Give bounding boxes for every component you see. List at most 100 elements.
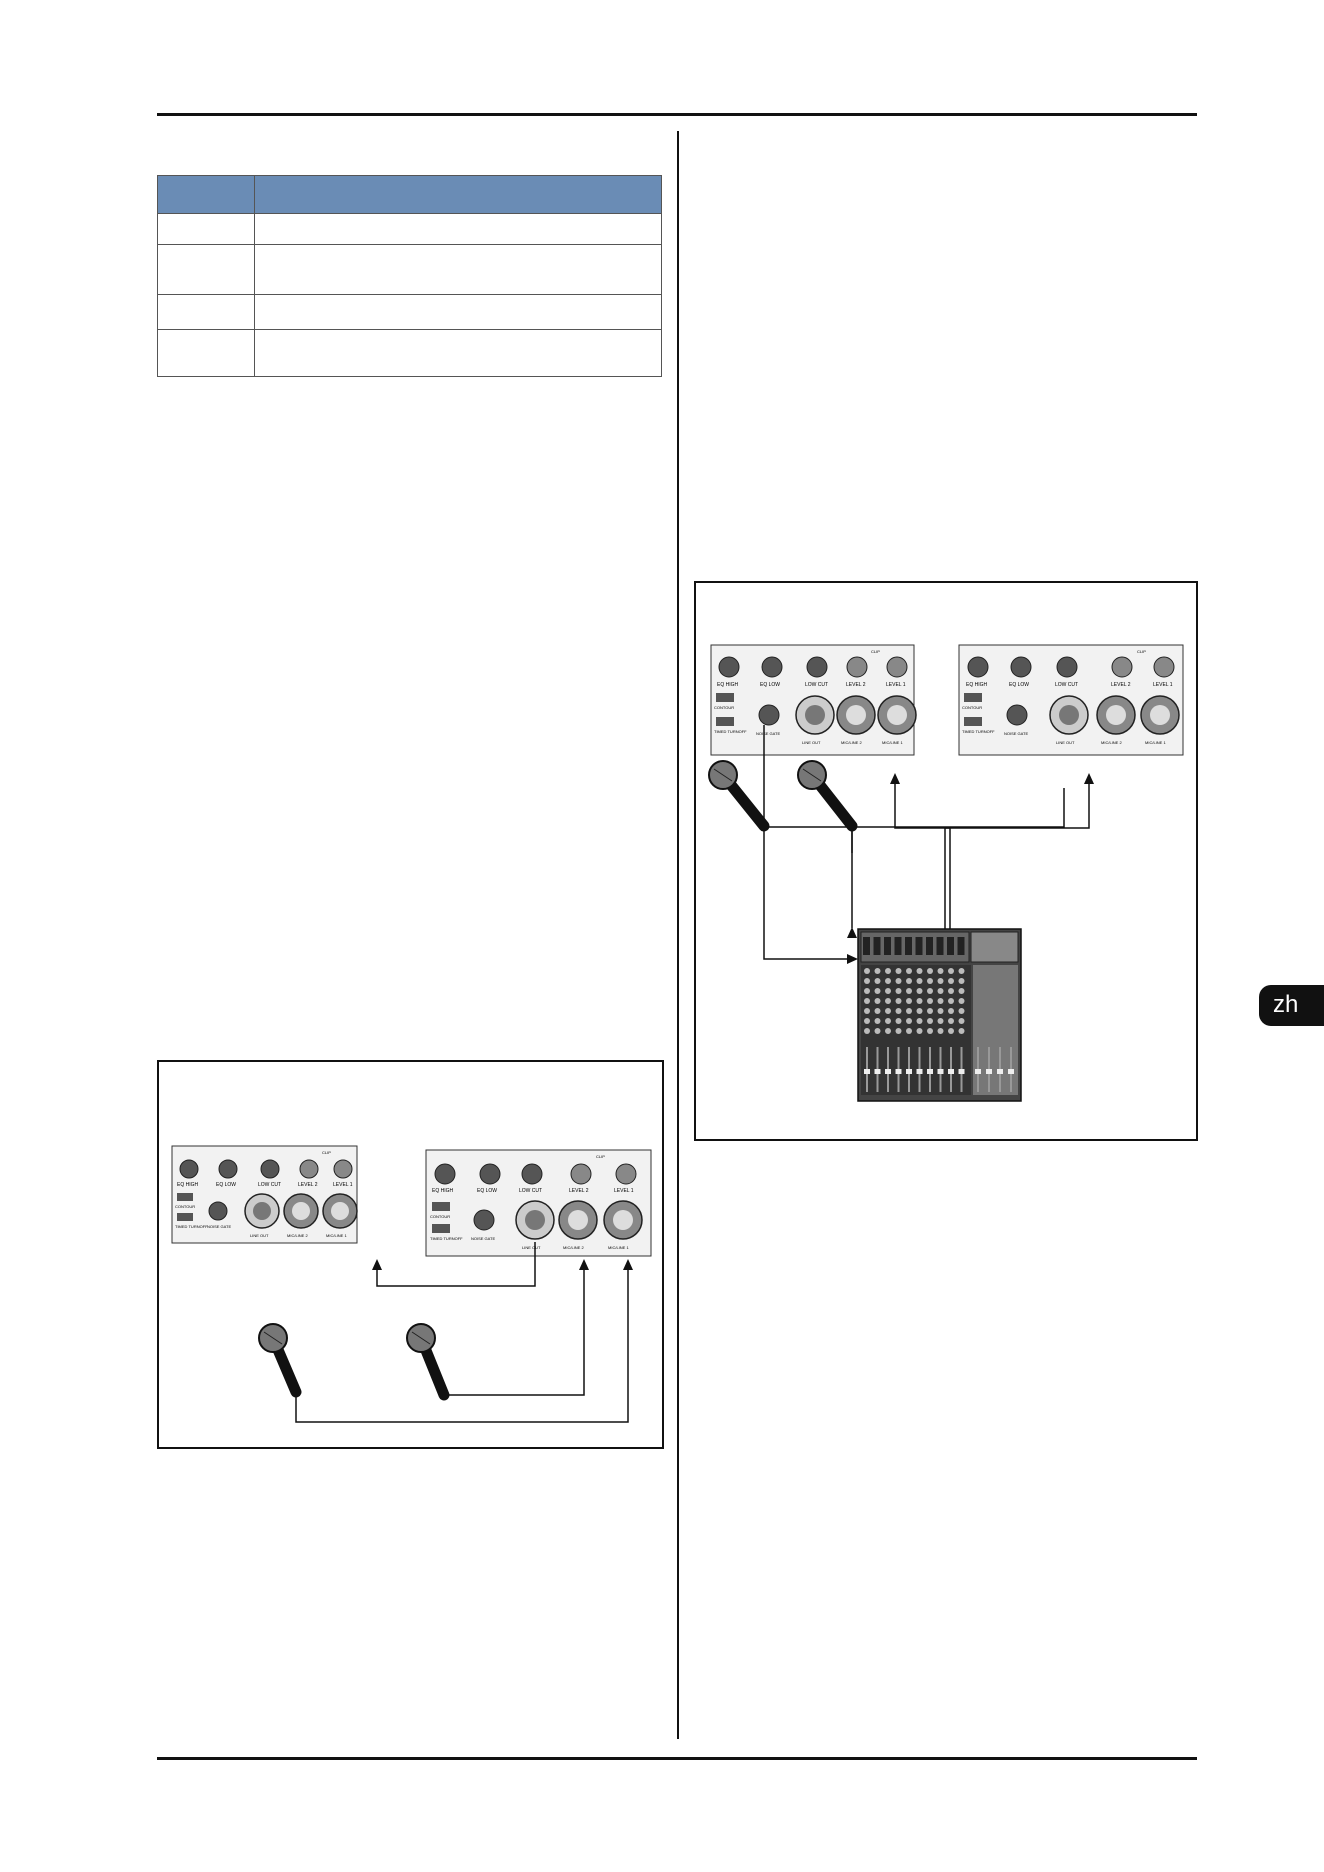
mixer-knob [906, 968, 912, 974]
mixer-knob [885, 998, 891, 1004]
mixer-knob [916, 1028, 923, 1034]
knob-label: EQ HIGH [966, 682, 988, 688]
mixer-fader-knob [958, 1069, 965, 1074]
noise-gate-knob: NOISE GATE [471, 1209, 495, 1241]
knob-low-cut: LOW CUT [258, 1159, 281, 1188]
mixer-knob [937, 988, 944, 994]
cable-line-out-to-mic-line-1 [376, 1242, 536, 1287]
timed-turnoff-button [964, 717, 982, 726]
xlr-jack-mic-line-1: MIC/LINE 1 [322, 1193, 358, 1238]
mixer-console [857, 928, 1022, 1102]
mixer-knob [937, 998, 944, 1004]
mixer-knob [937, 1028, 944, 1034]
knob-level-2: LEVEL 2 [298, 1159, 319, 1188]
mixer-knob [895, 1008, 902, 1014]
language-tab-label: zh [1273, 991, 1299, 1018]
knob-eq-high: EQ HIGH [432, 1163, 456, 1194]
knob-level-2: LEVEL 2 [846, 656, 868, 688]
mixer-knob [958, 978, 965, 984]
mixer-knob [906, 1018, 912, 1024]
mixer-knob [885, 988, 891, 994]
cable-mixer-to-unit-b [944, 783, 1090, 929]
mixer-knob [864, 988, 870, 994]
microphone-icon [797, 760, 858, 832]
jack-label: MIC/LINE 2 [1101, 740, 1122, 745]
cable-mixer-to-unit-a [894, 783, 951, 929]
mixer-knob [958, 988, 965, 994]
mixer-knob [916, 988, 923, 994]
microphone-icon [258, 1323, 302, 1398]
arrow-head [579, 1259, 589, 1270]
cable-mic-b [444, 1269, 585, 1396]
mixer-knob [885, 1018, 891, 1024]
mixer-fader-knob [874, 1069, 881, 1074]
xlr-jack-mic-line-1: MIC/LINE 1 [603, 1200, 643, 1250]
knob-label: EQ LOW [216, 1182, 236, 1188]
mixer-knob [927, 998, 933, 1004]
table-row [157, 244, 662, 295]
contour-button [177, 1193, 193, 1201]
knob-low-cut: LOW CUT [519, 1163, 543, 1194]
mixer-knob [864, 1008, 870, 1014]
mixer-knob [927, 968, 933, 974]
mixer-knob [885, 978, 891, 984]
mixer-knob [937, 1008, 944, 1014]
mixer-knob [958, 1018, 965, 1024]
knob-label: LOW CUT [258, 1182, 281, 1188]
jack-label: MIC/LINE 2 [563, 1245, 584, 1250]
knob-eq-high: EQ HIGH [717, 656, 740, 688]
jack-label: LINE OUT [1056, 740, 1075, 745]
mixer-knob [895, 1028, 902, 1034]
arrow-head [890, 773, 900, 784]
arrow-head [1084, 773, 1094, 784]
mixer-input-jack [873, 937, 881, 955]
unit-a-panel: EQ HIGH EQ LOW LOW CUT LEVEL 2 LEVEL 1 C… [171, 1145, 358, 1244]
mixer-knob [874, 1018, 881, 1024]
mixer-fader-knob [895, 1069, 902, 1074]
xlr-jack-line-out: LINE OUT [795, 695, 835, 745]
cable-mic-a [295, 1269, 629, 1423]
mixer-input-jack [884, 937, 891, 955]
mixer-knob [906, 988, 912, 994]
mixer-fader-knob [906, 1069, 912, 1074]
knob-level-1: LEVEL 1 [333, 1159, 353, 1188]
mixer-knob [948, 1008, 954, 1014]
table-cell [157, 244, 255, 295]
mixer-knob [874, 998, 881, 1004]
button-label: TIMED TURNOFF [962, 729, 995, 734]
arrow-head [372, 1259, 382, 1270]
knob-level-2: LEVEL 2 [1111, 656, 1133, 688]
timed-turnoff-button [716, 717, 734, 726]
knob-label: LEVEL 1 [333, 1182, 353, 1188]
mixer-input-jack [947, 937, 954, 955]
mixer-knob [874, 968, 881, 974]
knob-label: EQ LOW [760, 682, 780, 688]
mixer-knob [885, 968, 891, 974]
mixer-fader-knob [864, 1069, 870, 1074]
mixer-knob [948, 1018, 954, 1024]
mixer-knob [927, 1008, 933, 1014]
xlr-jack-line-out: LINE OUT [515, 1200, 555, 1250]
table-cell [157, 213, 255, 245]
arrow-heads [372, 1259, 633, 1270]
button-label: CONTOUR [430, 1214, 450, 1219]
microphone-icon [708, 760, 770, 832]
mixer-knob [874, 1008, 881, 1014]
mixer-input-jack [894, 937, 902, 955]
table-cell [157, 294, 255, 330]
mixer-knob [874, 988, 881, 994]
cable-mic-a [763, 725, 1065, 828]
spec-table [157, 175, 662, 377]
language-tab[interactable]: zh [1259, 985, 1324, 1026]
mixer-fader-knob [948, 1069, 954, 1074]
clip-label: CLIP [871, 649, 880, 654]
mixer-fader-knob [885, 1069, 891, 1074]
table-header-cell [157, 175, 255, 214]
figure-right: EQ HIGH EQ LOW LOW CUT LEVEL 2 LEVEL 1 C… [694, 581, 1198, 1141]
mixer-fader-knob [927, 1069, 933, 1074]
unit-b-panel: EQ HIGH EQ LOW LOW CUT LEVEL 2 LEVEL 1 C… [958, 644, 1184, 756]
mixer-knob [958, 968, 965, 974]
knob-label: LEVEL 2 [1111, 682, 1131, 688]
xlr-jack-mic-line-2: MIC/LINE 2 [558, 1200, 598, 1250]
knob-eq-high: EQ HIGH [966, 656, 989, 688]
